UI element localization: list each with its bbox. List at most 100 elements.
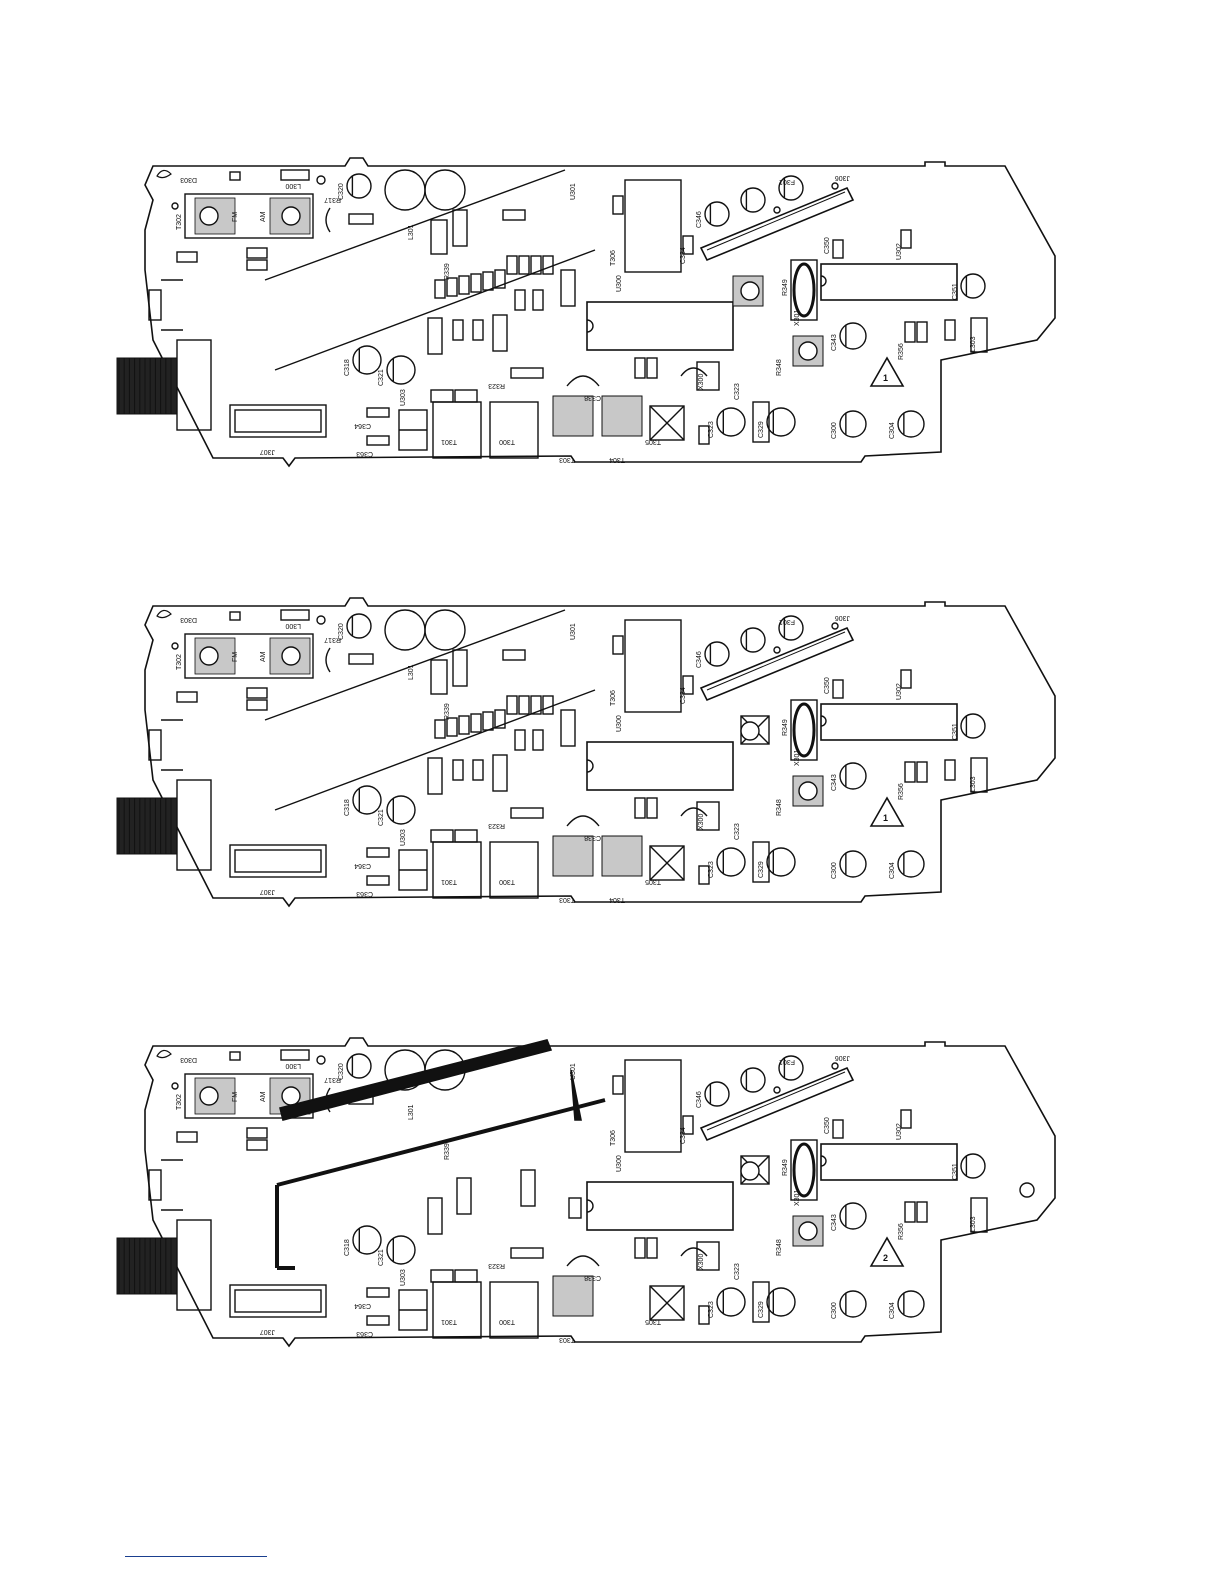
component-label: C351 [952, 723, 959, 740]
trimmer-r348-knob [798, 781, 818, 801]
component-label: L303 [970, 336, 977, 352]
antenna-bar-edge-top [264, 609, 566, 721]
component-label: U301 [570, 1063, 577, 1080]
diode-d303 [229, 1051, 241, 1061]
capacitor-c311 [246, 699, 268, 711]
jack-j300 [148, 1169, 162, 1201]
component-label: L301 [408, 224, 415, 240]
transformer-t303 [552, 1275, 594, 1317]
transformer-t301 [432, 841, 482, 899]
warning-triangle [869, 356, 905, 387]
capacitor-c305-outline [325, 647, 331, 673]
resistor-r323 [510, 1247, 544, 1259]
mounting-hole-right [1019, 1182, 1035, 1198]
component-label: R323 [488, 382, 505, 389]
diode-d303 [229, 171, 241, 181]
mounting-hole [171, 642, 179, 650]
component-label: C338 [584, 834, 601, 841]
cap-c304 [897, 850, 925, 878]
component-label: T301 [441, 878, 457, 885]
capacitor-c333 [612, 195, 624, 215]
cap-c323 [716, 1287, 746, 1317]
capacitor-c311 [246, 259, 268, 271]
capacitor-c350 [832, 1119, 844, 1139]
capacitor-c330 [752, 841, 770, 883]
coil-blk-core [281, 646, 301, 666]
component-label: C338 [584, 394, 601, 401]
component-label: C300 [831, 1302, 838, 1319]
transformer-t300 [489, 401, 539, 459]
component-label: R356 [898, 1223, 905, 1240]
component-label: T306 [610, 1130, 617, 1146]
ic-u302-notch [820, 275, 827, 287]
warning-number: 1 [883, 373, 888, 383]
fm-label: FM [232, 1092, 239, 1102]
board-outline [144, 157, 1056, 468]
capacitor-c336 [502, 649, 526, 661]
filter-cf301 [492, 754, 508, 792]
component-label: D303 [180, 176, 197, 183]
f-connector-body [176, 1219, 212, 1311]
capacitor-c333 [612, 635, 624, 655]
trimmer-r349-knob [740, 1161, 760, 1181]
inductor-l301 [430, 219, 448, 255]
capacitor-c349 [900, 229, 912, 249]
capacitor-c361 [454, 1269, 478, 1283]
component-label: J306 [835, 174, 850, 181]
component-label: R349 [782, 1159, 789, 1176]
component-label: C363 [356, 890, 373, 897]
component-label: C334 [680, 687, 687, 704]
filter-cf301 [492, 314, 508, 352]
f-connector-body [176, 779, 212, 871]
resistor-array-a [494, 269, 506, 289]
crystal-x301 [792, 702, 816, 758]
capacitor-c341 [568, 1197, 582, 1219]
transformer-t305 [649, 1285, 685, 1321]
connector-j306 [699, 186, 855, 262]
antenna-bar-edge-bottom [274, 249, 596, 371]
transformer-t305 [649, 845, 685, 881]
component-label: F301 [779, 618, 795, 625]
connector-j306-inner [706, 631, 846, 691]
ic-u300-notch [586, 1199, 594, 1213]
resistor-array-b [518, 695, 530, 715]
resistor-array-b [542, 695, 554, 715]
capacitor-c338 [566, 375, 600, 387]
capacitor-c362 [430, 1269, 454, 1283]
warning-triangle [869, 796, 905, 827]
cap-c346 [704, 1081, 730, 1107]
capacitor-c334 [682, 1115, 694, 1135]
transformer-t301 [432, 1281, 482, 1339]
connector-j307-inner [234, 849, 322, 873]
component-label: T304 [609, 456, 625, 463]
resistor-r357 [944, 319, 956, 341]
component-label: U303 [400, 1269, 407, 1286]
warning-number: 2 [883, 1253, 888, 1263]
crystal-x301-frame [790, 259, 818, 321]
warning-number: 1 [883, 813, 888, 823]
component-label: R356 [898, 343, 905, 360]
resistor-array-b [530, 255, 542, 275]
resistor-array-b [506, 255, 518, 275]
component-label: J306 [835, 1054, 850, 1061]
component-label: U303 [400, 829, 407, 846]
capacitor-c305 [176, 1131, 198, 1143]
crystal-x301 [792, 1142, 816, 1198]
crystal-x300 [696, 801, 720, 831]
transformer-t301 [432, 401, 482, 459]
trimmer-r348 [792, 335, 824, 367]
resistor-array-a [470, 273, 482, 293]
resistor-r354 [916, 321, 928, 343]
ic-u300 [586, 741, 734, 791]
component-label: R339 [444, 703, 451, 720]
warning-triangle [869, 1236, 905, 1267]
inductor-l303 [970, 757, 988, 793]
resistor-array-a [446, 717, 458, 737]
mounting-hole [171, 1082, 179, 1090]
ic-t306 [624, 179, 682, 273]
component-label: C323 [708, 421, 715, 438]
